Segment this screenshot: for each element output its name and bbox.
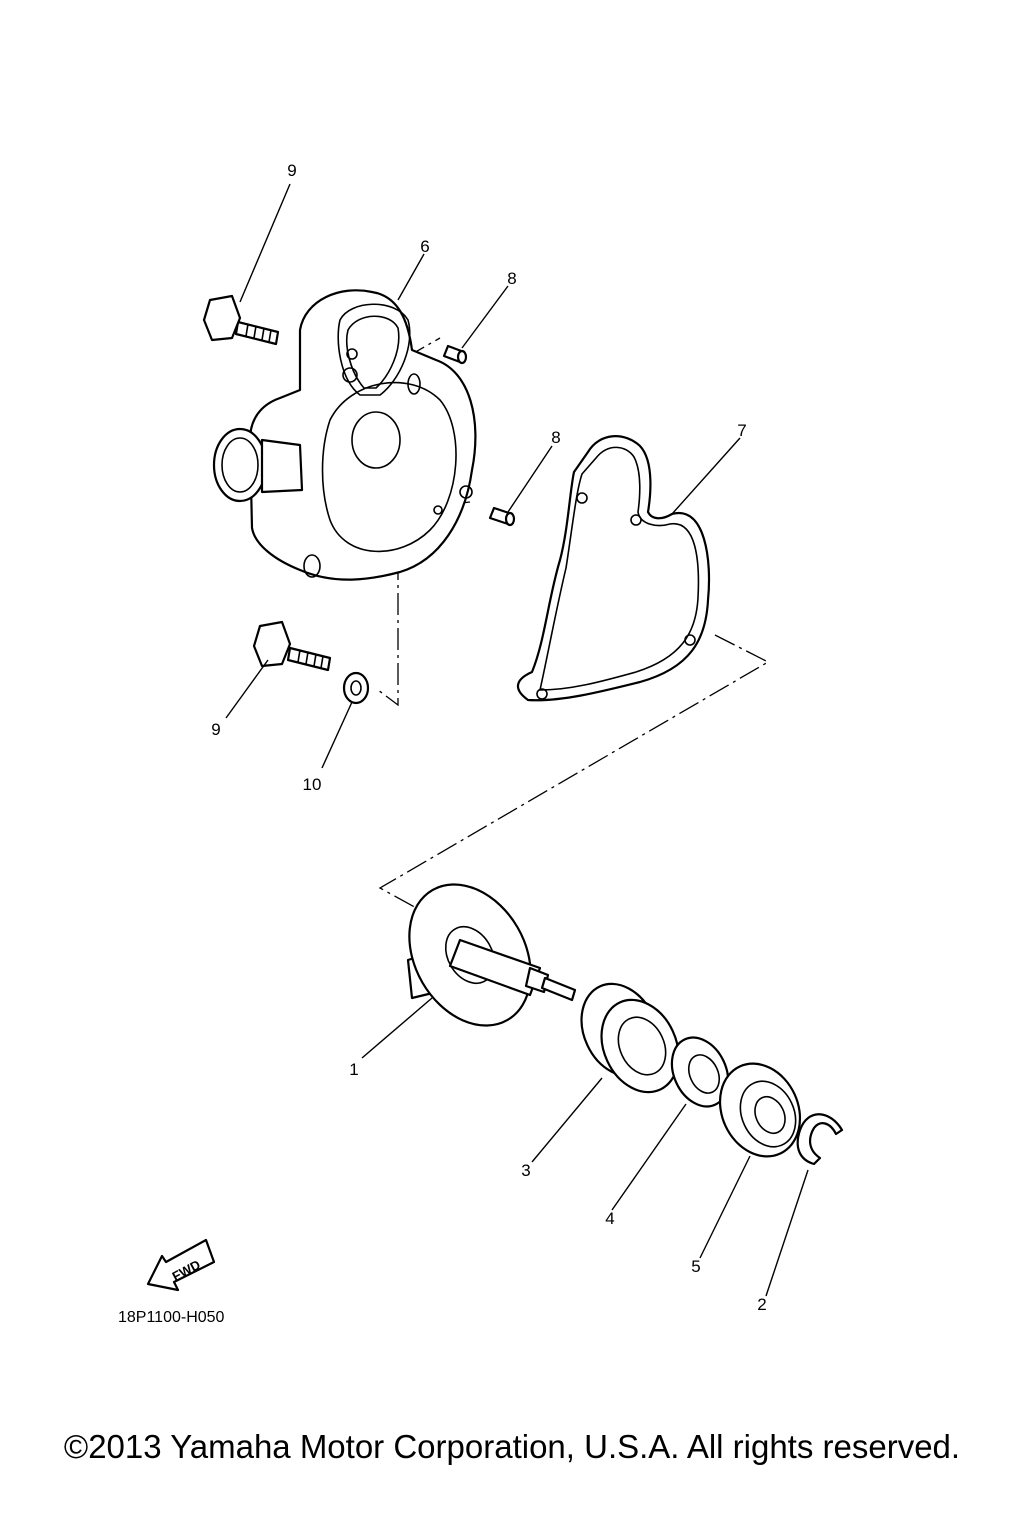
diagram-code: 18P1100-H050 xyxy=(118,1309,225,1326)
dowel-pin-upper xyxy=(442,344,468,365)
circlip xyxy=(796,1113,844,1166)
bearing-large xyxy=(718,1062,802,1158)
bearing-small xyxy=(670,1036,730,1108)
callout-9-lower: 9 xyxy=(211,720,220,739)
water-pump-housing xyxy=(212,289,477,581)
callout-6: 6 xyxy=(420,237,429,256)
callout-9-upper: 9 xyxy=(287,161,296,180)
callout-10: 10 xyxy=(303,775,322,794)
copyright-notice: ©2013 Yamaha Motor Corporation, U.S.A. A… xyxy=(63,1428,961,1465)
callout-1: 1 xyxy=(349,1060,358,1079)
upper-bolt xyxy=(202,294,280,346)
washer xyxy=(342,671,370,705)
fwd-arrow-icon: FWD xyxy=(146,1238,216,1292)
lower-bolt xyxy=(252,620,332,672)
callout-3: 3 xyxy=(521,1161,530,1180)
leader-lines xyxy=(225,183,809,1297)
gasket xyxy=(516,435,711,702)
callout-7: 7 xyxy=(737,421,746,440)
callout-4: 4 xyxy=(605,1209,614,1228)
callout-5: 5 xyxy=(691,1257,700,1276)
oil-seal xyxy=(580,982,680,1094)
dowel-pin-lower xyxy=(488,506,516,527)
callout-8-lower: 8 xyxy=(551,428,560,447)
callout-8-upper: 8 xyxy=(507,269,516,288)
impeller xyxy=(406,883,577,1027)
callout-2: 2 xyxy=(757,1295,766,1314)
